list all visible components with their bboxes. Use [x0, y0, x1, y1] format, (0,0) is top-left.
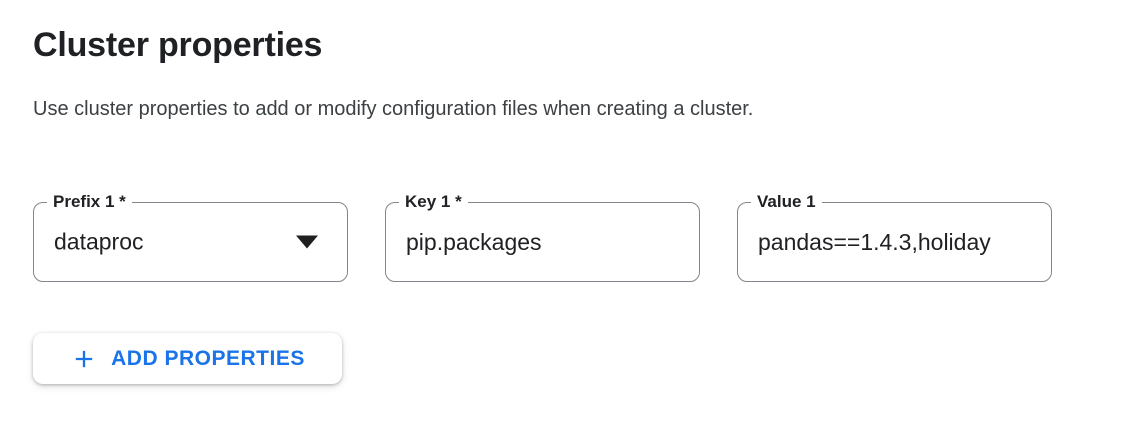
page-description: Use cluster properties to add or modify … — [33, 98, 754, 121]
prefix-1-selected-value: dataproc — [54, 228, 144, 255]
value-1-field: Value 1 — [737, 192, 1052, 283]
dropdown-arrow-icon[interactable] — [296, 235, 318, 249]
plus-icon — [70, 345, 98, 373]
prefix-1-label: Prefix 1 * — [47, 192, 132, 213]
add-properties-label: ADD PROPERTIES — [111, 346, 305, 370]
key-1-input[interactable] — [406, 203, 695, 282]
cluster-properties-section: Cluster properties Use cluster propertie… — [33, 26, 1122, 385]
page-title: Cluster properties — [33, 26, 323, 64]
property-row: Prefix 1 * dataproc Key 1 * Value 1 — [33, 192, 1122, 283]
add-properties-button[interactable]: ADD PROPERTIES — [33, 333, 342, 385]
value-1-input[interactable] — [758, 203, 1047, 282]
prefix-1-select[interactable]: Prefix 1 * dataproc — [33, 192, 348, 283]
key-1-field: Key 1 * — [385, 192, 700, 283]
